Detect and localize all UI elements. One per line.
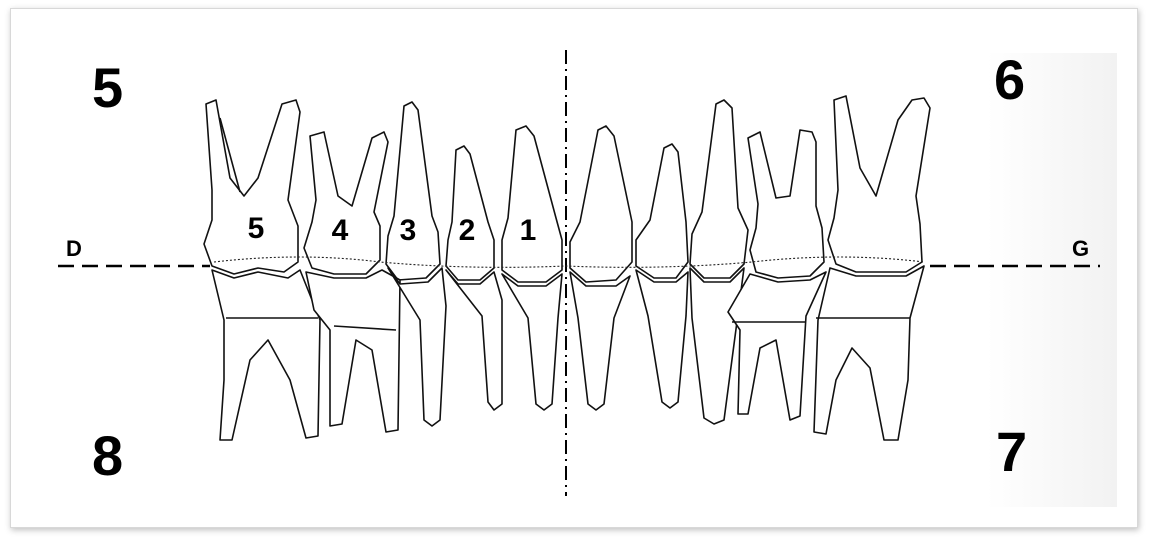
- lower-tooth-1: [502, 274, 562, 410]
- upper-tooth-left-3: [690, 100, 748, 278]
- lower-tooth-left-5: [814, 266, 924, 440]
- quadrant-lower-left-label: 7: [996, 424, 1027, 480]
- upper-tooth-left-2: [636, 144, 688, 278]
- lower-tooth-5: [212, 270, 320, 440]
- lower-tooth-left-2: [636, 270, 688, 408]
- upper-tooth-2: [446, 146, 494, 280]
- tooth-number-5: 5: [248, 212, 265, 245]
- lower-tooth-2: [446, 270, 502, 410]
- lower-tooth-left-4: [728, 272, 826, 420]
- tooth-number-2: 2: [459, 214, 476, 247]
- upper-tooth-1: [502, 126, 562, 282]
- upper-tooth-left-4: [748, 130, 824, 278]
- side-left-label: G: [1072, 238, 1089, 260]
- side-right-label: D: [66, 238, 82, 260]
- upper-tooth-left-1: [570, 126, 632, 282]
- quadrant-upper-right-label: 5: [92, 60, 123, 116]
- tooth-number-4: 4: [332, 214, 349, 247]
- tooth-number-1: 1: [520, 214, 537, 247]
- quadrant-lower-right-label: 8: [92, 428, 123, 484]
- tooth-number-3: 3: [400, 214, 417, 247]
- upper-tooth-left-5: [828, 96, 930, 272]
- lower-tooth-left-3: [690, 268, 744, 424]
- quadrant-upper-left-label: 6: [994, 52, 1025, 108]
- upper-tooth-4: [304, 132, 388, 274]
- lower-tooth-left-1: [570, 272, 630, 410]
- upper-tooth-5: [204, 100, 300, 274]
- upper-tooth-3: [386, 102, 440, 280]
